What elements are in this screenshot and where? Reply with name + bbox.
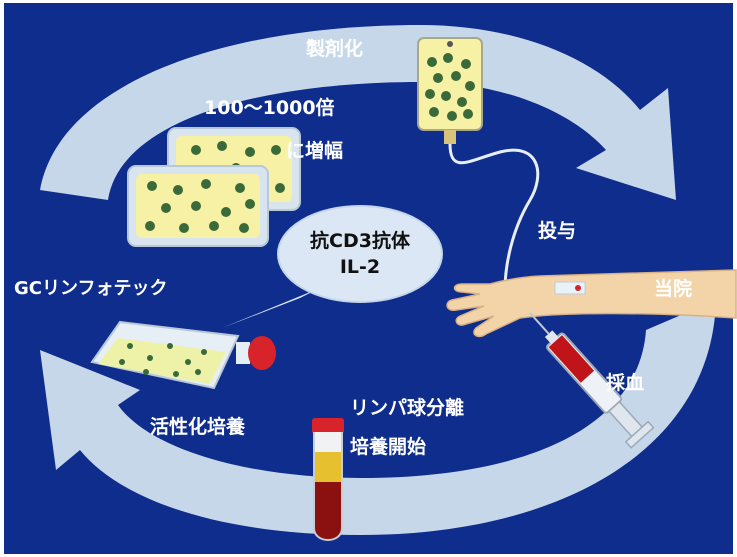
clinic-label: 当院 bbox=[654, 278, 693, 300]
administration-label: 投与 bbox=[538, 220, 577, 242]
separation-label-line2: 培養開始 bbox=[350, 436, 427, 458]
blood-draw-label: 採血 bbox=[606, 372, 645, 394]
formulation-label: 製剤化 bbox=[306, 38, 364, 60]
expansion-label-line2: に増幅 bbox=[286, 140, 344, 162]
lab-label: GCリンフォテック bbox=[14, 278, 168, 299]
expansion-label-line1: 100～1000倍 bbox=[204, 97, 335, 119]
culture-dish-icon bbox=[127, 127, 301, 247]
syringe-icon bbox=[529, 312, 655, 449]
activation-label: 活性化培養 bbox=[150, 416, 246, 438]
bottom-arrow bbox=[40, 300, 716, 535]
arm-icon bbox=[446, 269, 737, 338]
speech-bubble bbox=[222, 205, 443, 328]
separation-label-line1: リンパ球分離 bbox=[350, 397, 465, 419]
iv-bag-icon bbox=[417, 37, 540, 291]
top-arrow bbox=[40, 25, 676, 200]
cycle-arrows-icon bbox=[40, 25, 716, 535]
blood-tube-icon bbox=[312, 418, 344, 541]
bubble-text-line2: IL-2 bbox=[339, 256, 381, 278]
bubble-text-line1: 抗CD3抗体 bbox=[310, 230, 410, 252]
culture-flask-icon bbox=[90, 320, 276, 390]
